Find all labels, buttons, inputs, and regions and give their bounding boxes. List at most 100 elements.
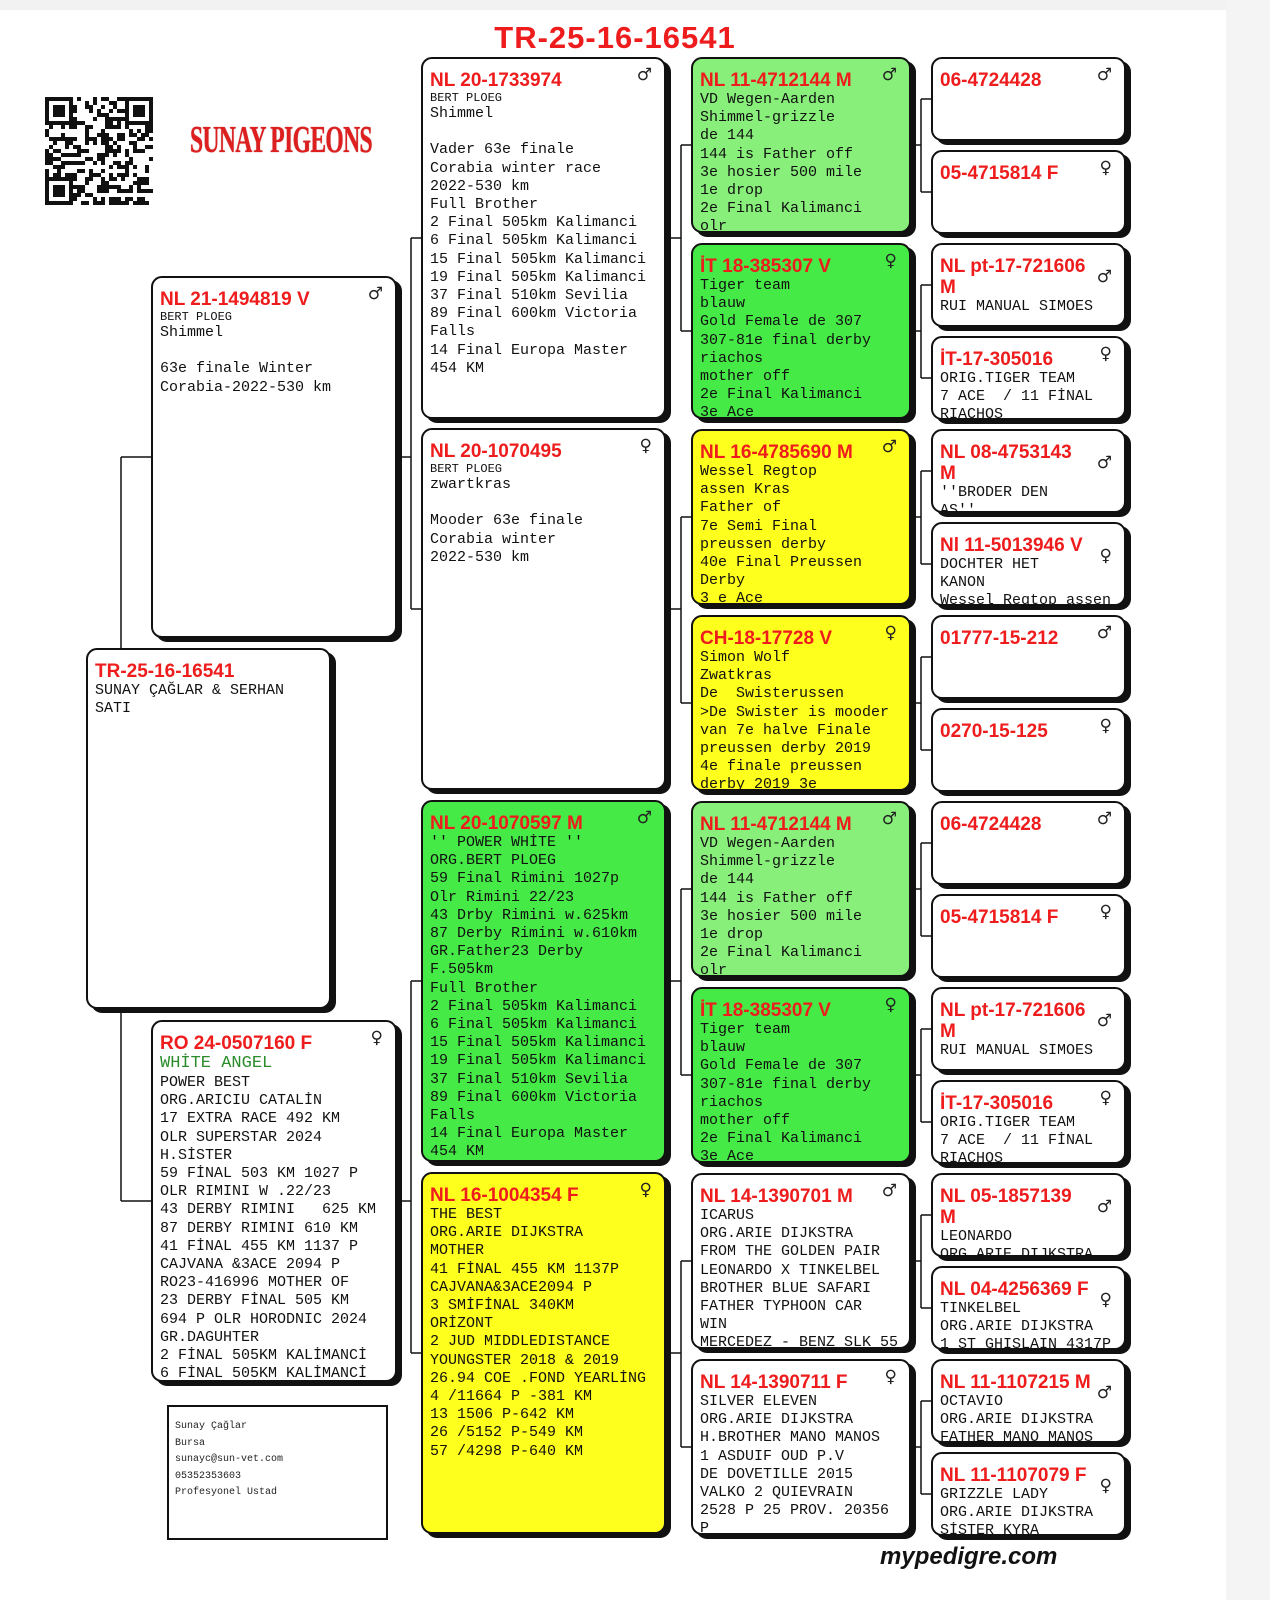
info-line: ORIG.TIGER TEAM xyxy=(940,370,1076,387)
footer-site-link[interactable]: mypedigre.com xyxy=(880,1543,1058,1570)
ancestor-gen4-card[interactable]: ♂06-4724428 xyxy=(931,57,1126,141)
info-line: ORIG.TIGER TEAM xyxy=(940,1114,1076,1131)
info-line: 63e finale Winter xyxy=(160,360,314,378)
contact-email[interactable]: sunayc@sun-vet.com xyxy=(175,1454,284,1465)
info-line: MERCEDEZ - BENZ SLK 55 xyxy=(700,1334,899,1349)
ring-number: 05-4715814 F xyxy=(940,163,1059,184)
info-line: Shimmel xyxy=(160,324,224,341)
info-line: ORG.ARIE DIJKSTRA xyxy=(430,1224,584,1242)
breeder-contact-box: Sunay Çağlar Bursa sunayc@sun-vet.com 05… xyxy=(167,1405,388,1540)
sunay-pigeons-logo: SUNAY PIGEONS xyxy=(190,119,373,161)
ancestor-gen4-card[interactable]: ♂06-4724428 xyxy=(931,801,1126,885)
info-line: VD Wegen-Aarden xyxy=(700,835,836,852)
ring-number: NL 04-4256369 F xyxy=(940,1279,1089,1300)
ancestor-gen4-card[interactable]: ♀0270-15-125 xyxy=(931,708,1126,792)
male-symbol-icon: ♂ xyxy=(1096,453,1112,473)
info-line: 2 Final 505km Kalimanci xyxy=(430,214,638,232)
info-line: Mooder 63e finale xyxy=(430,512,584,530)
ancestor-gen4-card[interactable]: ♀05-4715814 F xyxy=(931,894,1126,978)
info-line: KANON xyxy=(940,574,986,592)
info-line: 1 ASDUIF OUD P.V xyxy=(700,1447,845,1465)
info-line: de 144 xyxy=(700,871,755,889)
contact-phone: 05352353603 xyxy=(175,1470,242,1482)
info-line: RIACHOS xyxy=(940,406,1004,420)
info-line: OCTAVIO xyxy=(940,1393,1004,1410)
grandparent-card[interactable]: ♂NL 20-1070597 M'' POWER WHİTE ''ORG.BER… xyxy=(421,800,666,1162)
info-line: 6 Final 505km Kalimanci xyxy=(430,232,638,250)
info-line: Falls xyxy=(430,1107,476,1125)
info-line: mother off xyxy=(700,1112,791,1130)
info-line: ORG.ARIE DIJKSTRA xyxy=(700,1411,854,1429)
female-symbol-icon: ♀ xyxy=(1099,546,1112,566)
info-line: 37 Final 510km Sevilia xyxy=(430,1070,629,1088)
male-symbol-icon: ♂ xyxy=(1096,1383,1112,1403)
info-line: SUNAY ÇAĞLAR & SERHAN xyxy=(95,682,285,699)
male-symbol-icon: ♂ xyxy=(881,1181,897,1201)
info-line: 14 Final Europa Master xyxy=(430,341,629,359)
info-line: CAJVANA &3ACE 2094 P xyxy=(160,1256,341,1274)
ring-number: 01777-15-212 xyxy=(940,628,1059,649)
pigeon-name: WHİTE ANGEL xyxy=(160,1054,273,1073)
info-line: Father of xyxy=(700,499,782,517)
info-line: Tiger team xyxy=(700,1021,791,1038)
ring-number: 05-4715814 F xyxy=(940,907,1059,928)
info-line: TINKELBEL xyxy=(940,1300,1022,1317)
info-line: H.BROTHER MANO MANOS xyxy=(700,1429,881,1447)
ancestor-gen4-card[interactable]: ♂01777-15-212 xyxy=(931,615,1126,699)
info-line: Derby xyxy=(700,572,746,590)
info-line: 307-81e final derby xyxy=(700,1075,872,1093)
ring-number: İT 18-385307 V xyxy=(700,256,831,277)
ring-number: NL 05-1857139 M xyxy=(940,1186,1072,1228)
info-line: F.505km xyxy=(430,961,494,979)
info-line: 41 FİNAL 455 KM 1137P xyxy=(430,1260,620,1278)
info-line: 40e Final Preussen xyxy=(700,554,863,572)
info-line: Shimmel xyxy=(430,105,494,122)
info-line: 3e Ace xyxy=(700,404,755,419)
info-line: FATHER MANO MANOS xyxy=(940,1429,1094,1443)
info-line: FATHER TYPHOON CAR xyxy=(700,1298,863,1316)
female-symbol-icon: ♀ xyxy=(884,623,897,643)
info-line: 26.94 COE .FOND YEARLİNG xyxy=(430,1369,647,1387)
info-line: BERT PLOEG xyxy=(430,462,503,476)
info-line: 3e Ace xyxy=(700,1148,755,1163)
info-line: Simon Wolf xyxy=(700,649,791,666)
info-line: blauw xyxy=(700,295,746,313)
ancestor-gen4-card[interactable]: ♀05-4715814 F xyxy=(931,150,1126,234)
info-line: DE DOVETILLE 2015 xyxy=(700,1465,854,1483)
info-line: CAJVANA&3ACE2094 P xyxy=(430,1278,593,1296)
info-line: Corabia-2022-530 km xyxy=(160,378,332,396)
info-line: LEONARDO X TINKELBEL xyxy=(700,1261,881,1279)
info-line: SILVER ELEVEN xyxy=(700,1393,818,1410)
info-line: GR.Father23 Derby xyxy=(430,943,584,961)
ring-number: RO 24-0507160 F xyxy=(160,1033,313,1054)
info-line: mother off xyxy=(700,368,791,386)
info-line: '' POWER WHİTE '' xyxy=(430,834,584,851)
info-line: RUI MANUAL SIMOES xyxy=(940,298,1094,315)
info-line: zwartkras xyxy=(430,476,512,493)
info-line: 4e finale preussen xyxy=(700,758,863,776)
